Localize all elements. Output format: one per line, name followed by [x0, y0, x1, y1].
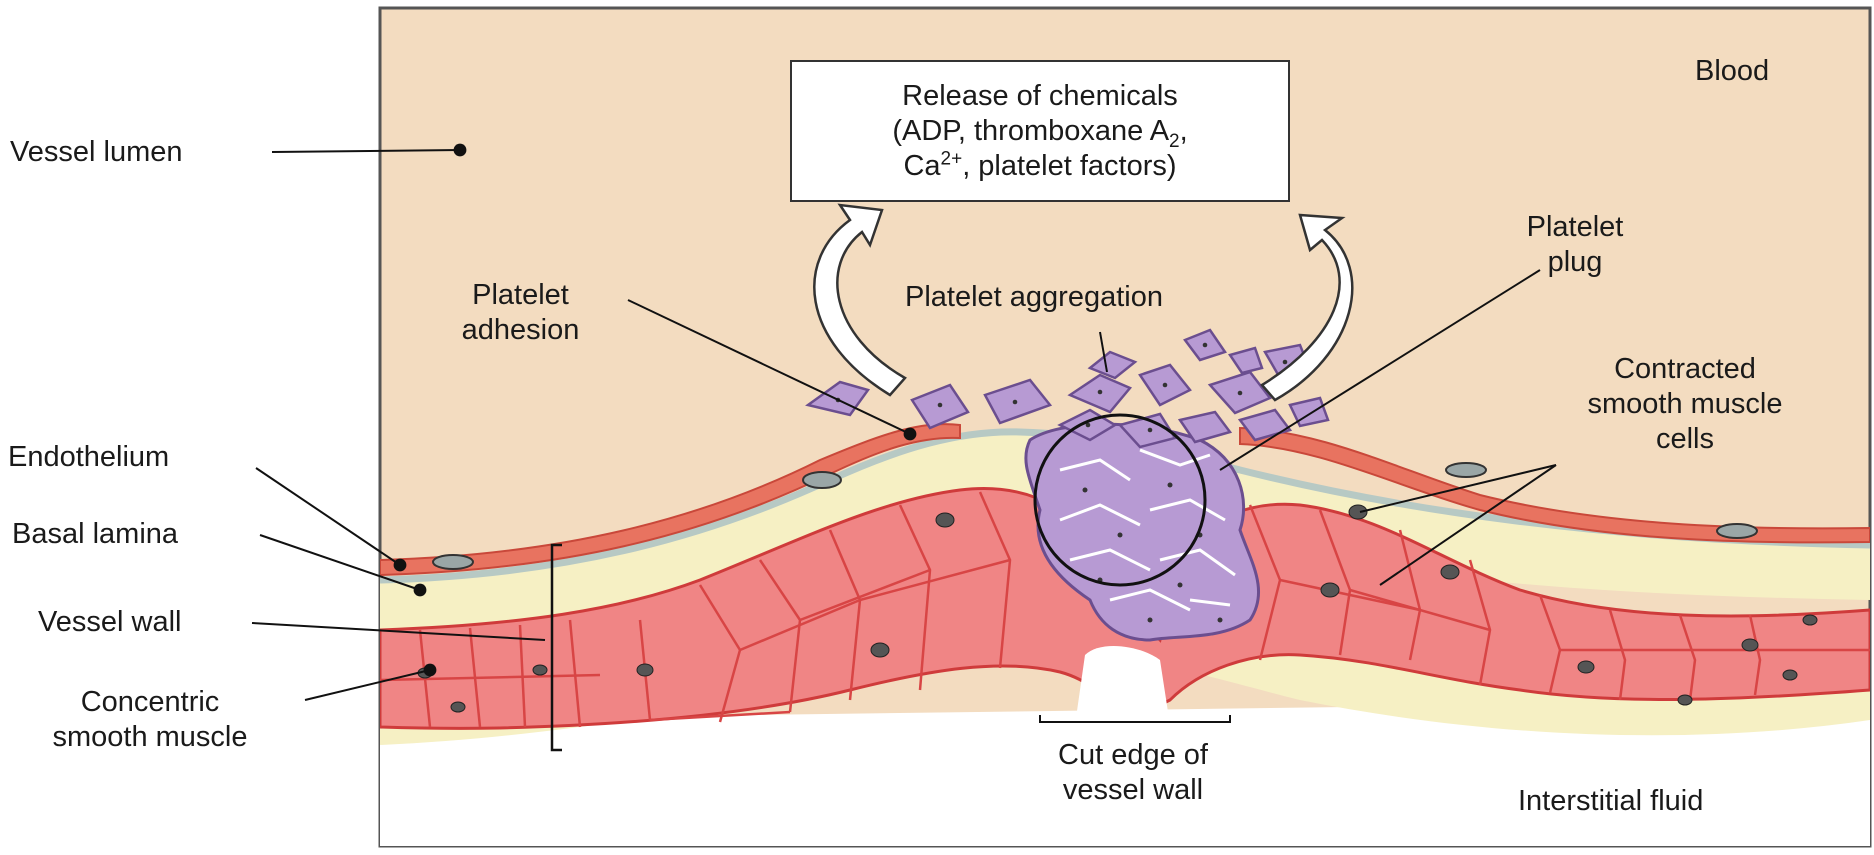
label-platelet-adhesion: Platelet adhesion — [438, 278, 603, 348]
label-platelet-adhesion-line-2: adhesion — [438, 313, 603, 348]
label-platelet-plug-line-2: plug — [1500, 245, 1650, 280]
label-platelet-plug: Platelet plug — [1500, 210, 1650, 280]
release-line-2-comma: , — [1180, 115, 1188, 147]
cut-edge-notch — [1075, 646, 1170, 725]
label-blood: Blood — [1695, 54, 1769, 89]
release-line-3-text: , platelet factors) — [962, 150, 1176, 182]
label-contracted-line-3: cells — [1555, 422, 1815, 457]
release-line-3-ca: Ca — [903, 150, 940, 182]
label-contracted-line-2: smooth muscle — [1555, 387, 1815, 422]
label-platelet-aggregation: Platelet aggregation — [905, 280, 1163, 315]
label-cut-edge: Cut edge of vessel wall — [1008, 738, 1258, 808]
label-concentric-line-2: smooth muscle — [0, 720, 300, 755]
label-endothelium: Endothelium — [8, 440, 169, 475]
label-contracted-smooth-muscle: Contracted smooth muscle cells — [1555, 352, 1815, 457]
label-vessel-wall: Vessel wall — [38, 605, 181, 640]
label-vessel-lumen: Vessel lumen — [10, 135, 183, 170]
label-interstitial-fluid: Interstitial fluid — [1518, 784, 1703, 819]
label-basal-lamina: Basal lamina — [12, 517, 178, 552]
leader-endothelium — [256, 468, 400, 565]
label-cut-edge-line-2: vessel wall — [1008, 773, 1258, 808]
release-of-chemicals-box: Release of chemicals (ADP, thromboxane A… — [790, 60, 1290, 202]
release-line-2-text: (ADP, thromboxane A — [892, 115, 1169, 147]
label-contracted-line-1: Contracted — [1555, 352, 1815, 387]
label-platelet-adhesion-line-1: Platelet — [438, 278, 603, 313]
label-concentric-line-1: Concentric — [0, 685, 300, 720]
release-line-3: Ca2+, platelet factors) — [892, 149, 1187, 184]
release-line-1: Release of chemicals — [892, 79, 1187, 114]
label-platelet-plug-line-1: Platelet — [1500, 210, 1650, 245]
label-concentric-smooth-muscle: Concentric smooth muscle — [0, 685, 300, 755]
label-cut-edge-line-1: Cut edge of — [1008, 738, 1258, 773]
release-line-3-superscript: 2+ — [941, 148, 963, 169]
release-line-2: (ADP, thromboxane A2, — [892, 114, 1187, 149]
